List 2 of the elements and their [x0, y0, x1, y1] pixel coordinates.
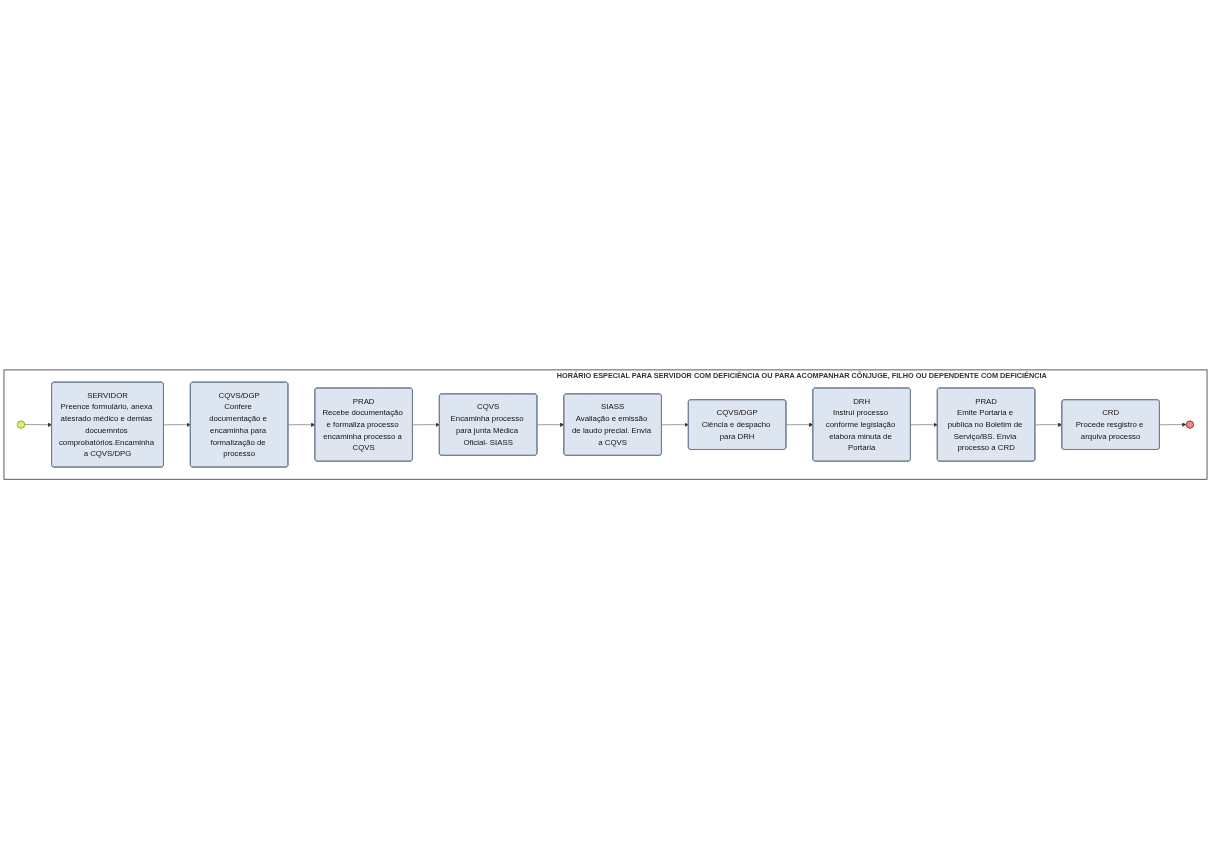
node-circle — [16, 420, 26, 429]
node-circle — [1185, 420, 1195, 429]
